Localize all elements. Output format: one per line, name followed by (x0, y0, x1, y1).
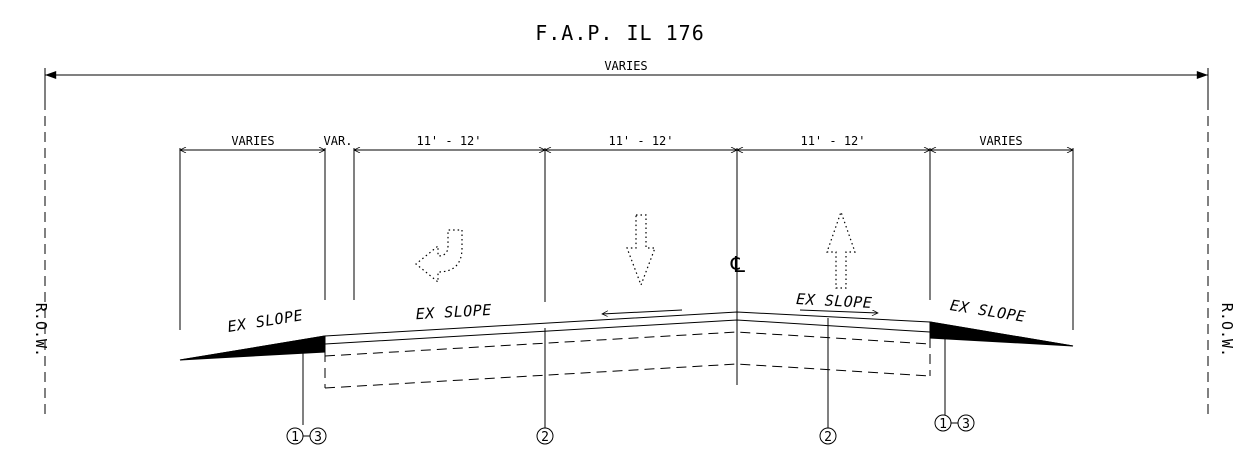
callout-number: 3 (962, 417, 970, 432)
up-arrow-icon (826, 210, 856, 289)
pavement-top-course (324, 319, 931, 345)
dim-label-lane-1: 11' - 12' (416, 134, 481, 148)
callout-number: 3 (314, 430, 322, 445)
overall-width-label: VARIES (604, 59, 647, 73)
drawing-title: F.A.P. IL 176 (535, 21, 705, 45)
callout-leaders (302, 318, 946, 428)
slope-label-right-lane: EX SLOPE (796, 290, 873, 312)
dim-label-var: VAR. (324, 134, 353, 148)
slope-arrow-left (602, 309, 683, 314)
dim-label-right-shoulder: VARIES (979, 134, 1022, 148)
slope-label-left-shoulder: EX SLOPE (226, 306, 304, 336)
callout-number: 1 (939, 417, 947, 432)
callout-number: 2 (541, 430, 549, 445)
centerline-symbol: ℄ (730, 253, 746, 278)
callout-2-left: 2 (536, 427, 554, 445)
pavement-surface (324, 311, 931, 337)
left-slope-line (179, 335, 326, 361)
dim-label-lane-2: 11' - 12' (608, 134, 673, 148)
row-label-left: R.O.W. (32, 303, 50, 357)
callout-1-3-left: 1 3 (286, 427, 327, 445)
left-turn-arrow-icon (415, 229, 463, 284)
callout-2-right: 2 (819, 427, 837, 445)
slope-label-right-shoulder: EX SLOPE (949, 296, 1027, 326)
extension-lines (179, 148, 1074, 330)
callout-number: 2 (824, 430, 832, 445)
down-arrow-icon (626, 214, 656, 287)
slope-label-left-lanes: EX SLOPE (415, 301, 492, 323)
slope-arrow-right (799, 309, 878, 313)
right-slope-line (929, 321, 1074, 347)
callout-number: 1 (291, 430, 299, 445)
row-label-right: R.O.W. (1218, 303, 1236, 357)
existing-layer-1 (324, 331, 931, 357)
dim-label-left-shoulder: VARIES (231, 134, 274, 148)
callout-1-3-right: 1 3 (934, 414, 975, 432)
dim-label-lane-3: 11' - 12' (800, 134, 865, 148)
existing-layer-2 (324, 363, 931, 389)
